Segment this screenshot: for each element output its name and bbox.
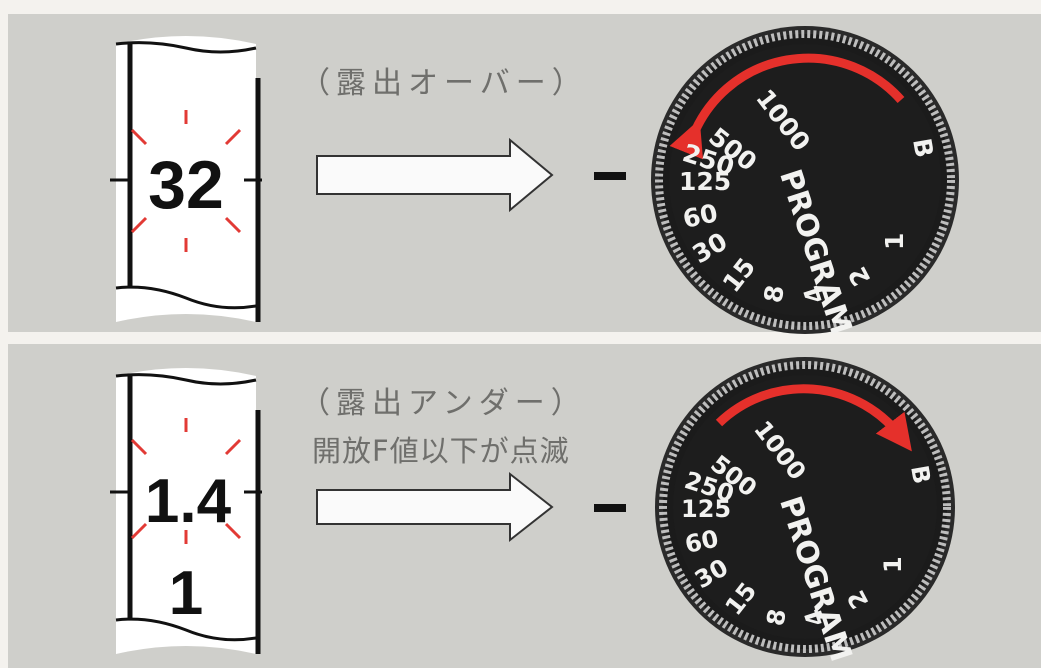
- top-lcd-display-icon: 32: [110, 36, 262, 322]
- top-minus-sign-icon: [594, 172, 626, 180]
- bottom-red-rotation-arrow-icon: [715, 384, 912, 452]
- bottom-minus-sign-icon: [594, 504, 626, 512]
- svg-text:60: 60: [682, 525, 720, 559]
- underexposure-note: （露出アンダー）: [300, 386, 587, 421]
- svg-text:1: 1: [879, 556, 907, 573]
- bottom-indicator-value-2: 1: [169, 559, 203, 628]
- svg-text:B: B: [905, 463, 936, 486]
- bottom-lcd-display-icon: 1.4 1: [110, 368, 262, 654]
- svg-text:1: 1: [880, 233, 909, 250]
- top-blink-marks-icon: [110, 110, 262, 252]
- bottom-indicator-value: 1.4: [145, 467, 232, 536]
- blink-explanation: 開放F値以下が点滅: [312, 434, 570, 468]
- svg-text:8: 8: [761, 607, 791, 628]
- svg-text:8: 8: [758, 283, 790, 305]
- top-indicator-value: 32: [148, 147, 224, 223]
- bottom-blink-marks-icon: [110, 418, 262, 544]
- overexposure-note: （露出オーバー）: [300, 66, 588, 101]
- bottom-right-arrow-icon: [316, 471, 554, 543]
- top-red-rotation-arrow-icon: [669, 53, 905, 160]
- svg-text:60: 60: [680, 198, 720, 234]
- bottom-shutter-dial-icon: PROGRAM 1000 500 250 125 60 30 15 8 4 2 …: [655, 357, 955, 666]
- top-shutter-dial-icon: PROGRAM 1000 500 250 125 60 30 15 8 4 2 …: [651, 26, 959, 339]
- top-right-arrow-icon: [316, 137, 554, 213]
- svg-text:125: 125: [681, 495, 731, 523]
- svg-text:125: 125: [679, 167, 731, 196]
- svg-text:B: B: [907, 136, 939, 160]
